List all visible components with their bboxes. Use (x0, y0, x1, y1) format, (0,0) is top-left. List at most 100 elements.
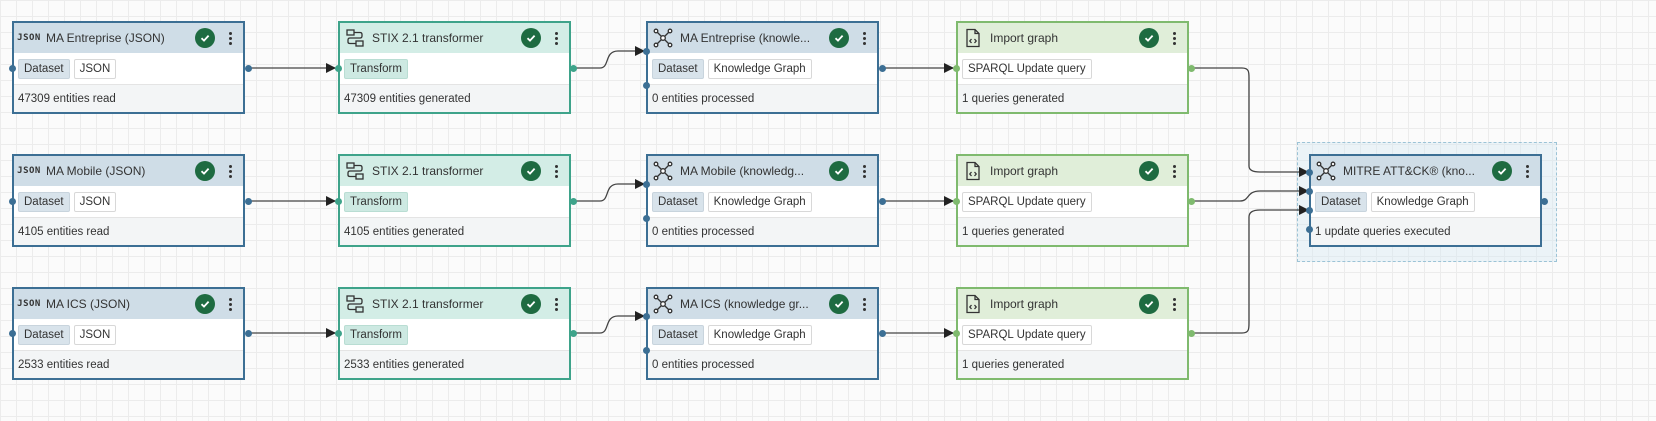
node-menu-button[interactable] (857, 294, 871, 314)
node-import-graph-entreprise[interactable]: Import graph SPARQL Update query 1 queri… (956, 21, 1189, 114)
input-port[interactable] (1306, 226, 1313, 233)
input-port[interactable] (643, 181, 650, 188)
input-port[interactable] (643, 313, 650, 320)
node-title: MA Mobile (knowledg... (680, 164, 805, 178)
input-port[interactable] (953, 65, 960, 72)
input-port[interactable] (643, 215, 650, 222)
success-check-icon (195, 294, 215, 314)
tag-type: Dataset (18, 324, 70, 345)
node-menu-button[interactable] (1520, 161, 1534, 181)
input-port[interactable] (643, 82, 650, 89)
input-port[interactable] (9, 65, 16, 72)
node-title: Import graph (990, 31, 1059, 45)
node-menu-button[interactable] (857, 28, 871, 48)
node-status-text: 47309 entities generated (344, 92, 471, 105)
node-menu-button[interactable] (549, 294, 563, 314)
tag-format: Knowledge Graph (707, 324, 812, 345)
success-check-icon (521, 294, 541, 314)
node-status-text: 1 update queries executed (1315, 225, 1451, 238)
node-title: MA ICS (JSON) (46, 297, 131, 311)
input-port[interactable] (643, 48, 650, 55)
input-port[interactable] (1306, 188, 1313, 195)
output-port[interactable] (245, 65, 252, 72)
sparql-file-icon (962, 160, 984, 182)
node-title: MA ICS (knowledge gr... (680, 297, 809, 311)
json-icon: JSON (17, 299, 41, 309)
edge-ics-stix-kg (573, 311, 645, 334)
tag-format: Knowledge Graph (707, 191, 812, 212)
node-menu-button[interactable] (223, 28, 237, 48)
tag-format: JSON (73, 58, 117, 79)
tag-type: Dataset (1315, 191, 1367, 212)
input-port[interactable] (335, 330, 342, 337)
input-port[interactable] (1306, 169, 1313, 176)
node-menu-button[interactable] (1167, 28, 1181, 48)
node-status-text: 1 queries generated (962, 225, 1065, 238)
node-menu-button[interactable] (1167, 294, 1181, 314)
tag-type: Transform (344, 58, 408, 79)
tag-type: SPARQL Update query (962, 191, 1092, 212)
output-port[interactable] (879, 65, 886, 72)
output-port[interactable] (879, 330, 886, 337)
node-menu-button[interactable] (549, 161, 563, 181)
knowledge-graph-icon (652, 160, 674, 182)
node-menu-button[interactable] (223, 161, 237, 181)
output-port[interactable] (1541, 198, 1548, 205)
output-port[interactable] (570, 330, 577, 337)
node-stix-transformer-entreprise[interactable]: STIX 2.1 transformer Transform 47309 ent… (338, 21, 571, 114)
input-port[interactable] (9, 198, 16, 205)
input-port[interactable] (335, 65, 342, 72)
node-menu-button[interactable] (857, 161, 871, 181)
json-icon: JSON (17, 33, 41, 43)
transform-icon (344, 27, 366, 49)
success-check-icon (195, 28, 215, 48)
output-port[interactable] (245, 198, 252, 205)
input-port[interactable] (1306, 207, 1313, 214)
node-stix-transformer-mobile[interactable]: STIX 2.1 transformer Transform 4105 enti… (338, 154, 571, 247)
success-check-icon (829, 28, 849, 48)
success-check-icon (829, 161, 849, 181)
node-stix-transformer-ics[interactable]: STIX 2.1 transformer Transform 2533 enti… (338, 287, 571, 380)
node-import-graph-mobile[interactable]: Import graph SPARQL Update query 1 queri… (956, 154, 1189, 247)
output-port[interactable] (879, 198, 886, 205)
success-check-icon (829, 294, 849, 314)
node-import-graph-ics[interactable]: Import graph SPARQL Update query 1 queri… (956, 287, 1189, 380)
sparql-file-icon (962, 293, 984, 315)
node-menu-button[interactable] (1167, 161, 1181, 181)
output-port[interactable] (570, 65, 577, 72)
node-status-text: 47309 entities read (18, 92, 116, 105)
output-port[interactable] (1188, 65, 1195, 72)
edge-ent-stix-kg (573, 46, 645, 69)
tag-type: Dataset (652, 58, 704, 79)
output-port[interactable] (245, 330, 252, 337)
tag-format: Knowledge Graph (1370, 191, 1475, 212)
output-port[interactable] (570, 198, 577, 205)
input-port[interactable] (953, 330, 960, 337)
tag-type: Dataset (18, 191, 70, 212)
input-port[interactable] (643, 347, 650, 354)
node-menu-button[interactable] (223, 294, 237, 314)
input-port[interactable] (335, 198, 342, 205)
input-port[interactable] (9, 330, 16, 337)
tag-type: SPARQL Update query (962, 324, 1092, 345)
output-port[interactable] (1188, 330, 1195, 337)
tag-type: Transform (344, 324, 408, 345)
tag-type: Transform (344, 191, 408, 212)
node-title: Import graph (990, 164, 1059, 178)
edge-mob-import-mitre (1191, 186, 1309, 202)
node-status-text: 1 queries generated (962, 358, 1065, 371)
json-icon: JSON (17, 166, 41, 176)
input-port[interactable] (953, 198, 960, 205)
success-check-icon (1139, 161, 1159, 181)
tag-type: Dataset (652, 191, 704, 212)
output-port[interactable] (1188, 198, 1195, 205)
node-menu-button[interactable] (549, 28, 563, 48)
